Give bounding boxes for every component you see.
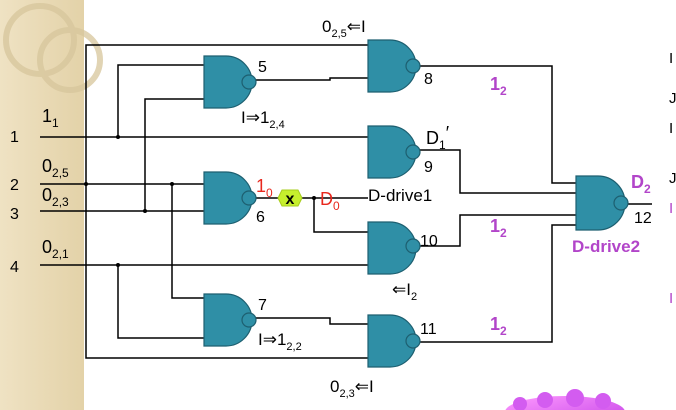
wire-gate11-out [420,224,576,343]
decorative-rings [3,3,103,93]
clipped-text-3: I [669,120,673,137]
input-value-4: 02,1 [42,237,69,261]
fault-marker-icon: x [277,189,303,208]
clipped-text-2: J [669,90,676,107]
wire-gate5-out [256,77,368,81]
fault-value-label: 10 [256,176,273,200]
gate-number-9: 9 [424,159,433,176]
fault-x-label: x [286,191,295,208]
signal-12-top: 12 [490,74,507,98]
input-number-4: 4 [10,259,19,276]
d-drive2-label: D-drive2 [572,237,640,256]
signal-12-bottom: 12 [490,314,507,338]
clipped-text-5: I [669,200,673,217]
gate-number-12: 12 [634,210,652,227]
annotation-gate5-output: I⇒12,4 [241,108,285,131]
gate-number-8: 8 [424,71,433,88]
nand-gate-12 [575,175,629,231]
d2-label: D2 [631,172,651,196]
clipped-text-1: I [669,50,673,67]
annotation-gate8-input: 02,5⇐I [322,17,366,40]
wire-branch-2-to-13 [85,184,368,359]
d-zero-label: D0 [320,189,340,213]
wire-branch-4-to-7 [117,265,204,339]
wire-gate7-out [256,317,368,325]
wire-branch-1-to-5 [117,64,204,137]
gate-number-6: 6 [256,209,265,226]
input-number-3: 3 [10,206,19,223]
clipped-text-4: J [669,170,676,187]
d-drive1-label: D-drive1 [368,186,432,205]
nand-gate-10 [367,221,421,275]
gates [203,39,629,368]
gate-number-7: 7 [258,297,267,314]
nand-gate-8 [367,39,421,93]
junction-dots [84,135,316,267]
nand-gate-11 [367,314,421,368]
gate-number-11: 11 [420,321,437,338]
wire-branch-3-to-5 [144,98,204,211]
annotation-gate7-output: I⇒12,2 [258,330,302,353]
clipped-side-text: I J I J I I [669,50,676,307]
nand-gate-7 [203,293,257,347]
input-number-2: 2 [10,177,19,194]
wire-branch-2-to-8 [85,44,368,184]
nand-gate-9 [367,125,421,179]
clipped-text-6: I [669,290,673,307]
input-value-2: 02,5 [42,156,69,180]
annotation-gate10-input: ⇐I2 [392,280,417,303]
input-value-1: 11 [42,106,59,130]
nand-gate-6 [203,171,257,225]
wire-branch-2-to-7 [171,184,204,299]
wire-gate9-out [420,149,576,194]
nand-gate-5 [203,55,257,109]
wire-gate10-out [420,214,576,247]
decorative-purple-blob [505,389,625,410]
input-number-1: 1 [10,129,19,146]
wire-gate8-out [420,65,576,184]
annotation-gate11-input: 02,3⇐I [330,377,374,400]
input-value-3: 02,3 [42,185,69,209]
wire-gate6-to-10 [313,198,368,233]
gate-number-5: 5 [258,59,267,76]
signal-12-middle: 12 [490,216,507,240]
gate-number-10: 10 [420,233,438,250]
wires [40,44,652,359]
d1-prime-label: D1′ [426,123,450,152]
